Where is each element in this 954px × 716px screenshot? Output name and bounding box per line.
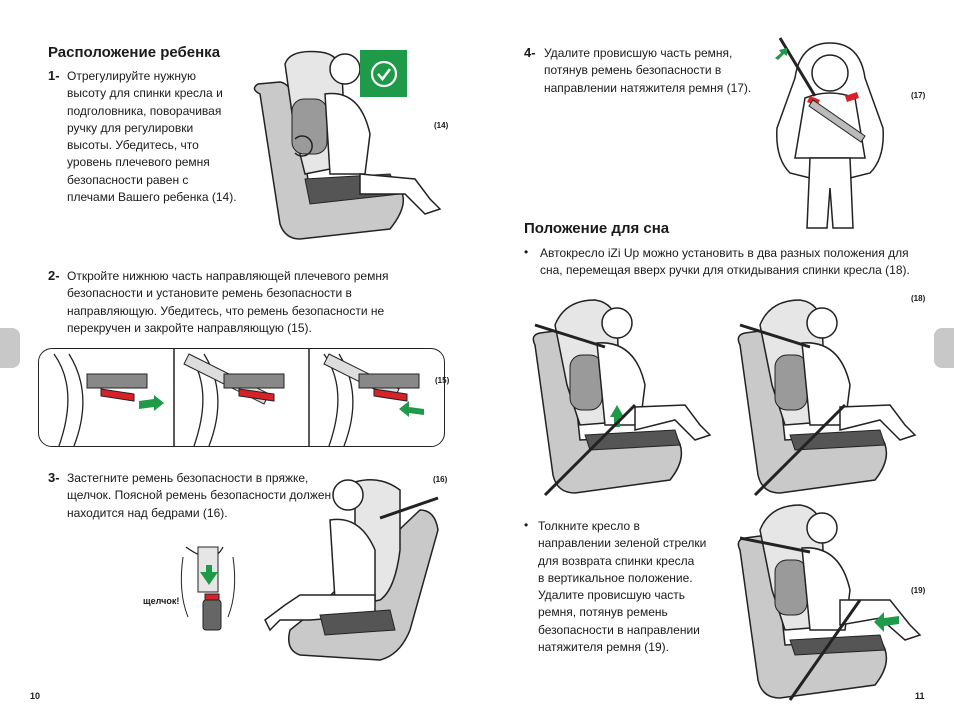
step-2-number: 2- <box>48 268 60 283</box>
figure-14-label: (14) <box>434 121 449 130</box>
sleep-text: Автокресло iZi Up можно установить в два… <box>540 246 910 278</box>
figure-15-illustration <box>53 349 424 446</box>
check-icon <box>370 60 398 88</box>
page-number-right: 11 <box>915 691 925 701</box>
figure-14-illustration <box>253 50 442 240</box>
click-label: щелчок! <box>143 596 180 606</box>
figure-17-label: (17) <box>911 91 926 100</box>
step-4-number: 4- <box>524 45 536 60</box>
figure-15-label: (15) <box>435 376 450 385</box>
figure-17-illustration <box>775 37 884 229</box>
step-2-text: Откройте нижнюю часть направляющей плече… <box>67 269 389 335</box>
step-4-text: Удалите провисшую часть ремня,потянув ре… <box>544 46 752 95</box>
check-badge <box>360 50 407 97</box>
figure-18-illustration-b <box>737 299 917 497</box>
step-1-number: 1- <box>48 68 60 83</box>
bullet-1: • <box>524 245 529 259</box>
section-title-sleep: Положение для сна <box>524 220 670 237</box>
step-3-text: Застегните ремень безопасности в пряжке,… <box>67 471 332 520</box>
edge-tab-right <box>934 328 954 368</box>
page-number-left: 10 <box>30 691 41 701</box>
figure-19-illustration <box>737 504 922 701</box>
figure-16-illustration <box>264 479 439 661</box>
section-title-child-position: Расположение ребенка <box>48 44 221 61</box>
step-3-number: 3- <box>48 470 60 485</box>
bullet-2: • <box>524 518 529 532</box>
buckle-closeup <box>180 546 236 631</box>
figure-18-illustration-a <box>532 299 712 497</box>
figure-16-label: (16) <box>433 475 448 484</box>
edge-tab-left <box>0 328 20 368</box>
figure-18-label: (18) <box>911 294 926 303</box>
figure-15-panel <box>38 348 445 447</box>
figure-19-label: (19) <box>911 586 926 595</box>
